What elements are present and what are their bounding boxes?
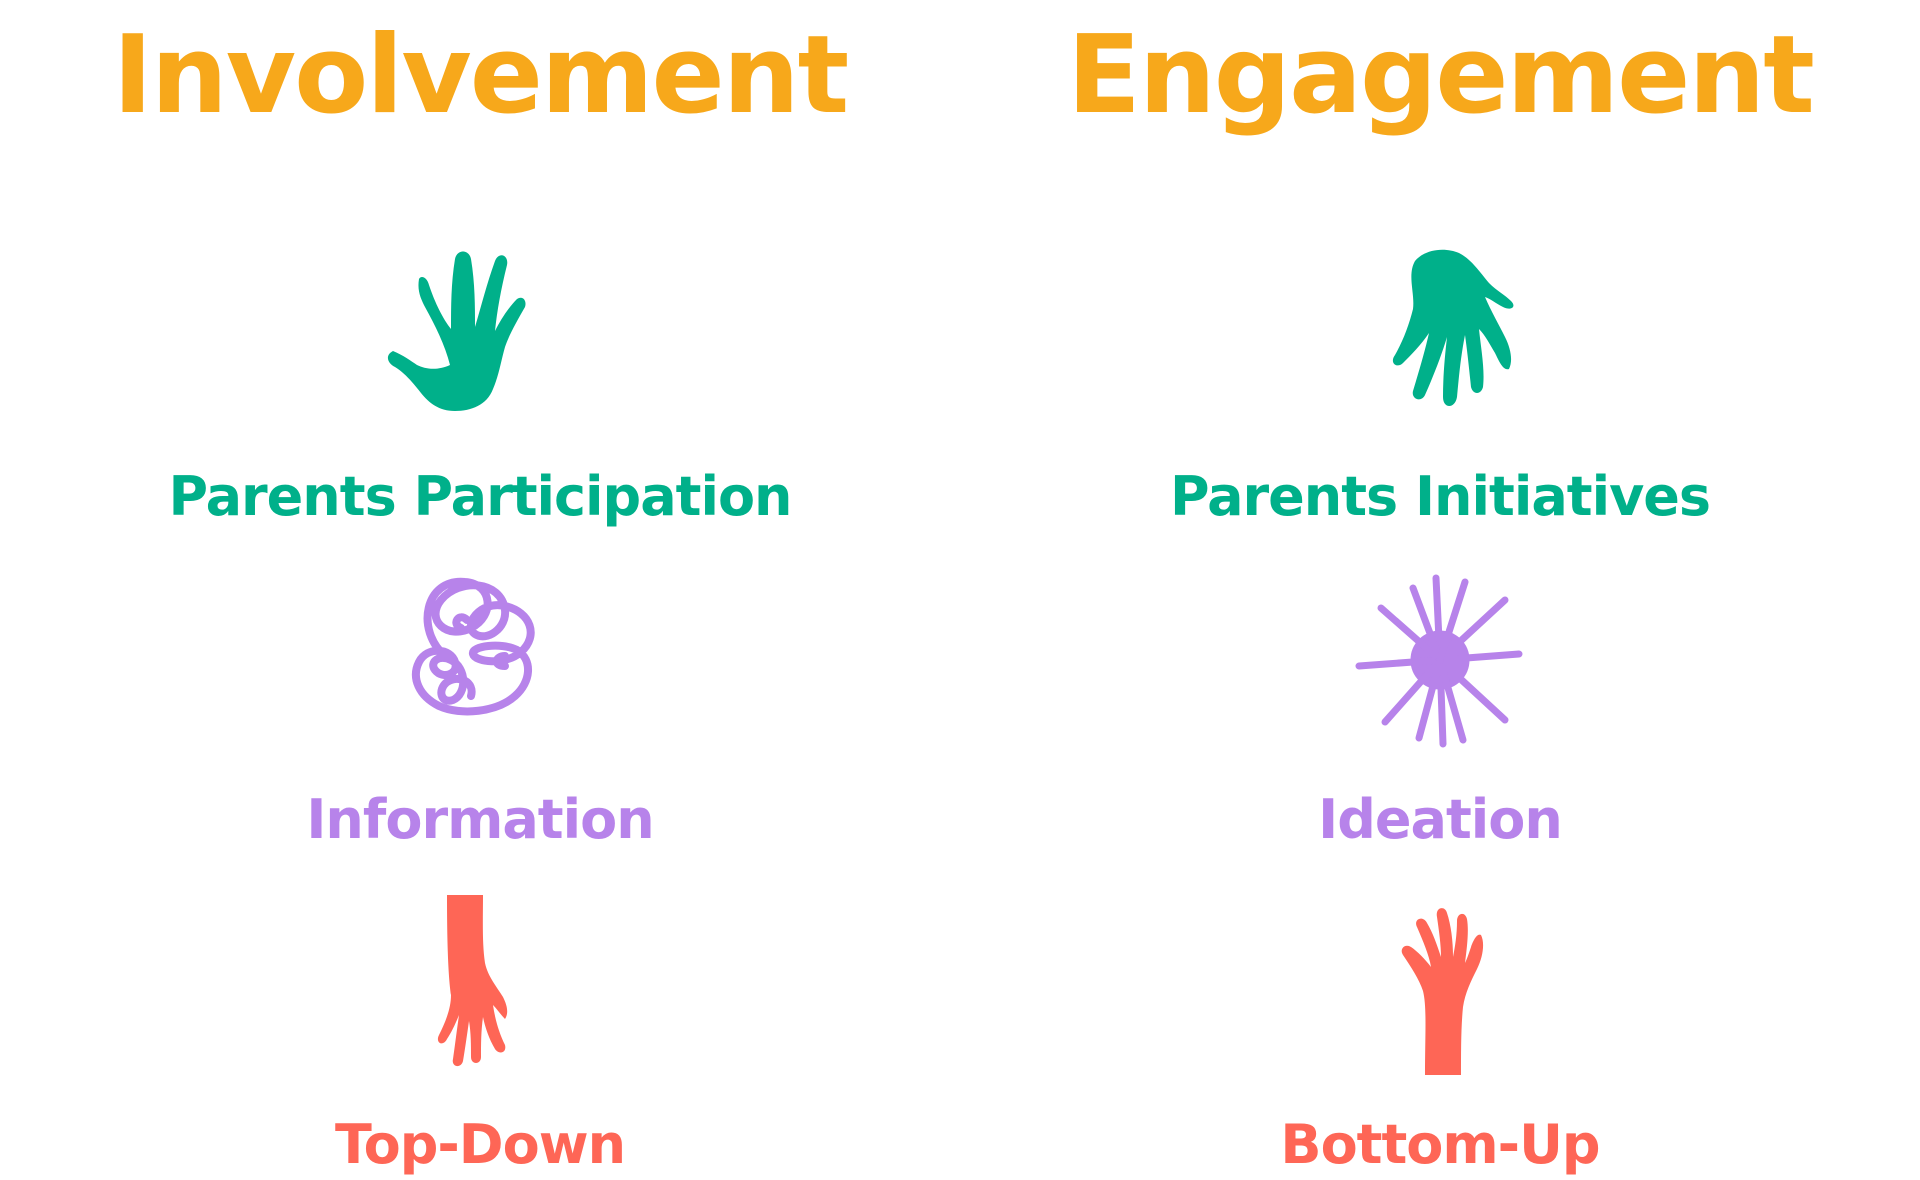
information-label: Information <box>306 788 654 851</box>
parents-participation-label: Parents Participation <box>168 465 792 528</box>
ideation-label: Ideation <box>1318 788 1563 851</box>
hand-pointing-down-icon <box>437 895 508 1067</box>
starburst-idea-icon <box>1355 574 1523 748</box>
raised-hand-up-icon <box>1401 908 1484 1075</box>
engagement-title: Engagement <box>1067 13 1815 138</box>
tangled-scribble-icon <box>411 577 535 716</box>
bottom-up-label: Bottom-Up <box>1280 1113 1600 1176</box>
parents-initiatives-label: Parents Initiatives <box>1169 465 1711 528</box>
involvement-column: Involvement Parents Participation Inform… <box>0 0 960 1176</box>
involvement-title: Involvement <box>112 13 850 138</box>
top-down-label: Top-Down <box>334 1113 626 1176</box>
open-hand-up-icon <box>387 251 526 411</box>
hand-reaching-down-icon <box>1392 249 1514 406</box>
engagement-column: Engagement Parents Initiatives Ideation … <box>960 0 1920 1176</box>
